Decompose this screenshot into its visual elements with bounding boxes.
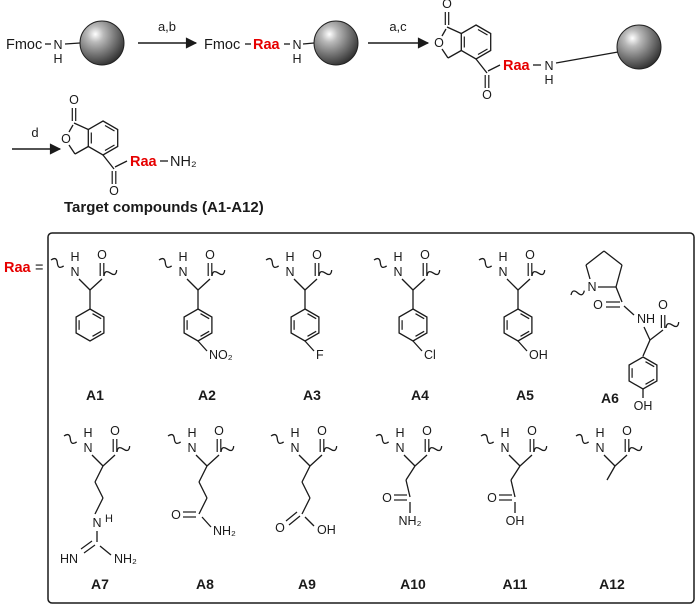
amine-group: NH₂	[170, 154, 197, 170]
figure-caption: Target compounds (A1-A12)	[64, 199, 264, 216]
compound-label-a3: A3	[303, 387, 321, 403]
acid-hydroxyl-group: OH	[506, 514, 525, 528]
amide-nh2-group: NH₂	[213, 524, 236, 538]
compound-a9: O OH A9	[270, 424, 338, 592]
hydroxyl-group: OH	[634, 399, 653, 413]
raa-label: Raa	[4, 260, 32, 276]
compound-a3: F A3	[265, 248, 333, 403]
ring-nitrogen-atom: N	[587, 280, 596, 294]
compound-a7: N H HN NH₂ A7	[60, 424, 137, 592]
compound-a5: OH A5	[478, 248, 548, 403]
step2-fmoc-raa-resin: Fmoc Raa N H	[204, 20, 359, 66]
imine-hn-group: HN	[60, 552, 78, 566]
hydrogen-atom: H	[53, 52, 62, 66]
raa-label: Raa	[503, 58, 531, 74]
amine-nh2-group: NH₂	[114, 552, 137, 566]
nitrogen-atom: N	[292, 38, 301, 52]
amide-nh2-group: NH₂	[399, 514, 422, 528]
compound-a10: O NH₂ A10	[375, 424, 443, 592]
product-phthalide-raa-nh2: Raa NH₂	[60, 92, 197, 199]
step-label-d: d	[31, 125, 38, 140]
fmoc-label: Fmoc	[6, 37, 42, 53]
compound-label-a4: A4	[411, 387, 429, 403]
compound-a4: Cl A4	[373, 248, 441, 403]
raa-definition-label: Raa =	[4, 260, 43, 276]
compound-a12: A12	[575, 424, 643, 592]
compound-a6: N O NH O OH A6	[569, 250, 681, 413]
compound-label-a11: A11	[503, 576, 528, 592]
compound-label-a10: A10	[400, 576, 426, 592]
step-label-ab: a,b	[158, 19, 176, 34]
arrow-ac: a,c	[368, 19, 430, 49]
hydrogen-atom: H	[544, 73, 553, 87]
amide-oxygen-atom: O	[382, 491, 392, 505]
carbonyl-oxygen-atom: O	[658, 298, 668, 312]
resin-bead	[616, 24, 662, 70]
compound-a11: O OH A11	[480, 424, 548, 592]
raa-definition-box	[47, 232, 695, 604]
acid-oxygen-atom: O	[487, 491, 497, 505]
step3-phthalide-raa-resin: Raa N H	[433, 0, 662, 103]
compound-label-a9: A9	[298, 576, 316, 592]
linker-nitrogen-atom: N	[92, 516, 101, 530]
compound-label-a7: A7	[91, 576, 109, 592]
raa-label: Raa	[253, 37, 281, 53]
arrow-ab: a,b	[138, 19, 198, 49]
nitrogen-atom: N	[544, 59, 553, 73]
nitrogen-atom: N	[53, 38, 62, 52]
hydrogen-atom: H	[292, 52, 301, 66]
nitro-group: NO₂	[209, 348, 233, 362]
compound-label-a6: A6	[601, 390, 619, 406]
compound-label-a1: A1	[86, 387, 104, 403]
amide-oxygen-atom: O	[171, 508, 181, 522]
linker-hydrogen-atom: H	[105, 513, 113, 525]
compound-label-a12: A12	[599, 576, 625, 592]
step-label-ac: a,c	[389, 19, 407, 34]
compound-a2: NO₂ A2	[158, 248, 233, 403]
compound-a1: A1	[50, 248, 118, 403]
compound-label-a8: A8	[196, 576, 214, 592]
compound-label-a5: A5	[516, 387, 534, 403]
hydroxyl-group: OH	[529, 348, 548, 362]
step1-fmoc-resin: Fmoc N H	[6, 20, 125, 66]
arrow-d: d	[12, 125, 62, 155]
equals-sign: =	[35, 260, 43, 276]
compound-a8: O NH₂ A8	[167, 424, 236, 592]
chloro-group: Cl	[424, 348, 436, 362]
fluoro-group: F	[316, 348, 324, 362]
compound-label-a2: A2	[198, 387, 216, 403]
amide-oxygen-atom: O	[593, 298, 603, 312]
fmoc-label: Fmoc	[204, 37, 240, 53]
acid-oxygen-atom: O	[275, 521, 285, 535]
amide-nh-group: NH	[637, 312, 655, 326]
resin-bead	[79, 20, 125, 66]
resin-bead	[313, 20, 359, 66]
acid-hydroxyl-group: OH	[317, 523, 336, 537]
raa-label: Raa	[130, 154, 158, 170]
